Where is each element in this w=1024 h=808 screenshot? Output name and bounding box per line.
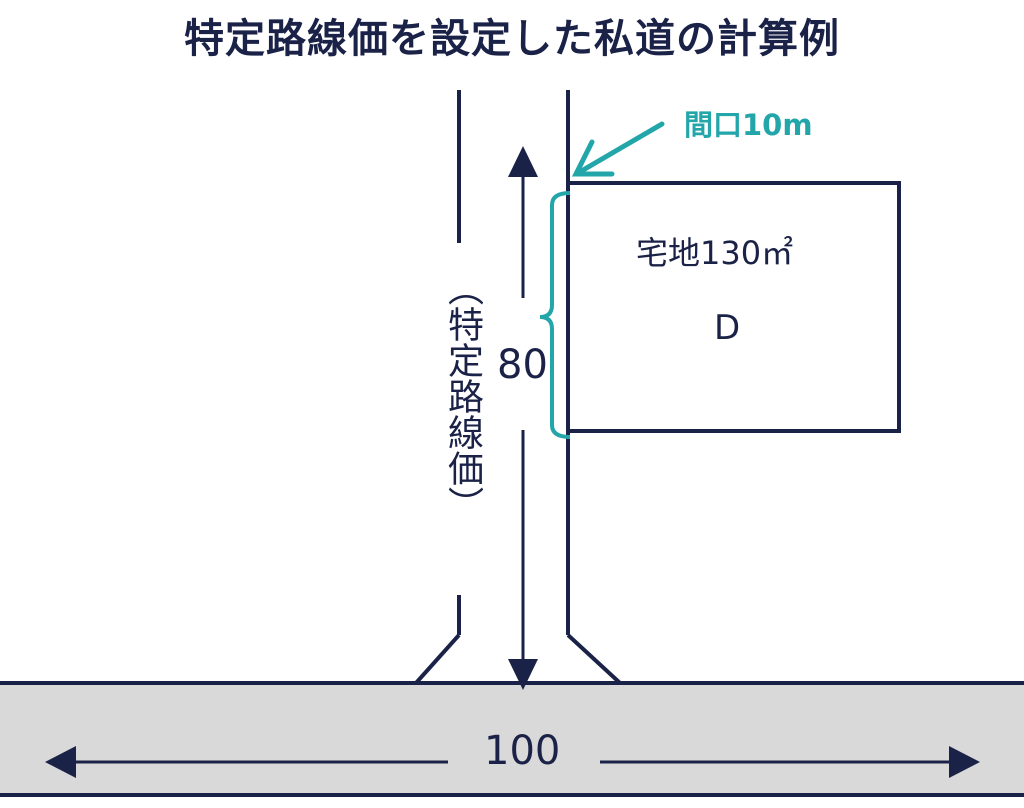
page-title: 特定路線価を設定した私道の計算例 (184, 16, 840, 62)
depth-label: 80 (497, 342, 548, 388)
private-road-right-edge (566, 90, 622, 685)
frontage-brace (539, 191, 571, 439)
plot-id-label: D (714, 308, 741, 348)
main-road (0, 683, 1024, 795)
depth-arrow (508, 146, 538, 690)
frontage-label: 間口10m (684, 108, 813, 142)
main-road-value: 100 (484, 728, 561, 774)
plot-area-label: 宅地130㎡ (636, 234, 794, 272)
main-road-arrow (45, 746, 980, 778)
private-road-label: （特定路線価） (442, 270, 483, 522)
private-road-left-edge (414, 90, 461, 685)
plot-d (566, 181, 901, 433)
frontage-pointer-arrow (571, 121, 665, 177)
